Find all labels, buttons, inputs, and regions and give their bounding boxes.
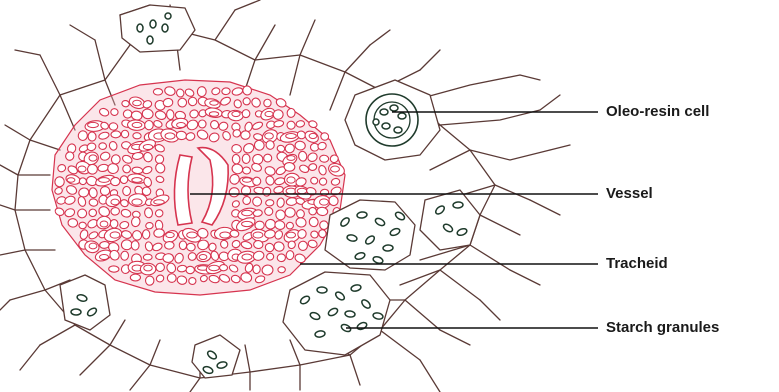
xylem-cell — [164, 241, 174, 249]
xylem-cell — [197, 86, 206, 96]
xylem-cell — [285, 208, 295, 218]
xylem-cell — [278, 267, 286, 273]
xylem-cell — [163, 253, 174, 263]
xylem-cell — [198, 120, 206, 128]
xylem-cell — [133, 133, 142, 140]
xylem-cell — [253, 240, 263, 249]
xylem-cell — [263, 99, 271, 107]
xylem-cell — [89, 209, 97, 217]
xylem-cell — [79, 222, 87, 229]
xylem-cell — [131, 241, 139, 251]
xylem-cell — [120, 251, 129, 261]
xylem-cell — [319, 155, 328, 162]
starch-granule — [345, 310, 356, 317]
xylem-cell — [110, 108, 118, 115]
xylem-cell — [109, 266, 119, 273]
xylem-cell — [232, 154, 240, 164]
label-starch-granules: Starch granules — [606, 319, 719, 336]
xylem-cell — [320, 189, 329, 196]
xylem-cell — [111, 131, 121, 138]
xylem-cell — [153, 89, 162, 95]
xylem-cell — [241, 131, 251, 140]
xylem-cell — [110, 220, 118, 229]
xylem-cell — [284, 162, 295, 172]
xylem-cell — [242, 110, 250, 118]
label-vessel: Vessel — [606, 185, 653, 202]
xylem-cell — [107, 163, 118, 173]
xylem-cell — [145, 222, 153, 229]
label-oleo-resin-cell: Oleo-resin cell — [606, 103, 709, 120]
xylem-cell — [128, 194, 147, 207]
xylem-cell — [99, 143, 107, 150]
xylem-cell — [130, 274, 140, 281]
xylem-cell — [186, 266, 195, 274]
xylem-cell — [123, 186, 131, 195]
top-parenchyma-cell — [120, 5, 195, 52]
xylem-cell — [179, 241, 186, 250]
starch-granule — [71, 309, 81, 315]
xylem-cell — [109, 122, 118, 130]
xylem-cell — [310, 177, 318, 185]
xylem-cell — [145, 120, 154, 130]
xylem-cell — [263, 154, 272, 162]
xylem-cell — [229, 187, 240, 197]
xylem-cell — [265, 219, 275, 229]
xylem-cell — [242, 167, 251, 175]
xylem-cell — [54, 176, 64, 187]
xylem-cell — [88, 132, 97, 142]
xylem-cell — [265, 199, 274, 206]
xylem-cell — [242, 154, 250, 164]
xylem-cell — [255, 221, 265, 230]
xylem-cell — [253, 265, 261, 274]
xylem-cell — [243, 97, 251, 105]
xylem-cell — [68, 218, 78, 227]
starch-granule — [317, 287, 327, 293]
xylem-cell — [121, 130, 129, 138]
xylem-cell — [79, 177, 87, 185]
xylem-cell — [153, 228, 164, 237]
xylem-cell — [286, 250, 295, 260]
xylem-cell — [121, 100, 129, 107]
xylem-cell — [298, 241, 307, 251]
xylem-cell — [219, 264, 227, 270]
xylem-cell — [252, 154, 263, 165]
xylem-cell — [286, 222, 294, 230]
xylem-cell — [145, 276, 154, 286]
xylem-cell — [100, 186, 109, 195]
starch-granule — [453, 202, 463, 209]
xylem-cell — [277, 254, 285, 262]
xylem-cell — [189, 277, 196, 284]
xylem-cell — [142, 230, 150, 240]
xylem-cell — [121, 240, 132, 250]
starch-granule — [383, 245, 393, 252]
xylem-cell — [143, 254, 152, 260]
xylem-cell — [123, 110, 132, 119]
label-tracheid: Tracheid — [606, 255, 668, 272]
xylem-cell — [110, 177, 120, 185]
